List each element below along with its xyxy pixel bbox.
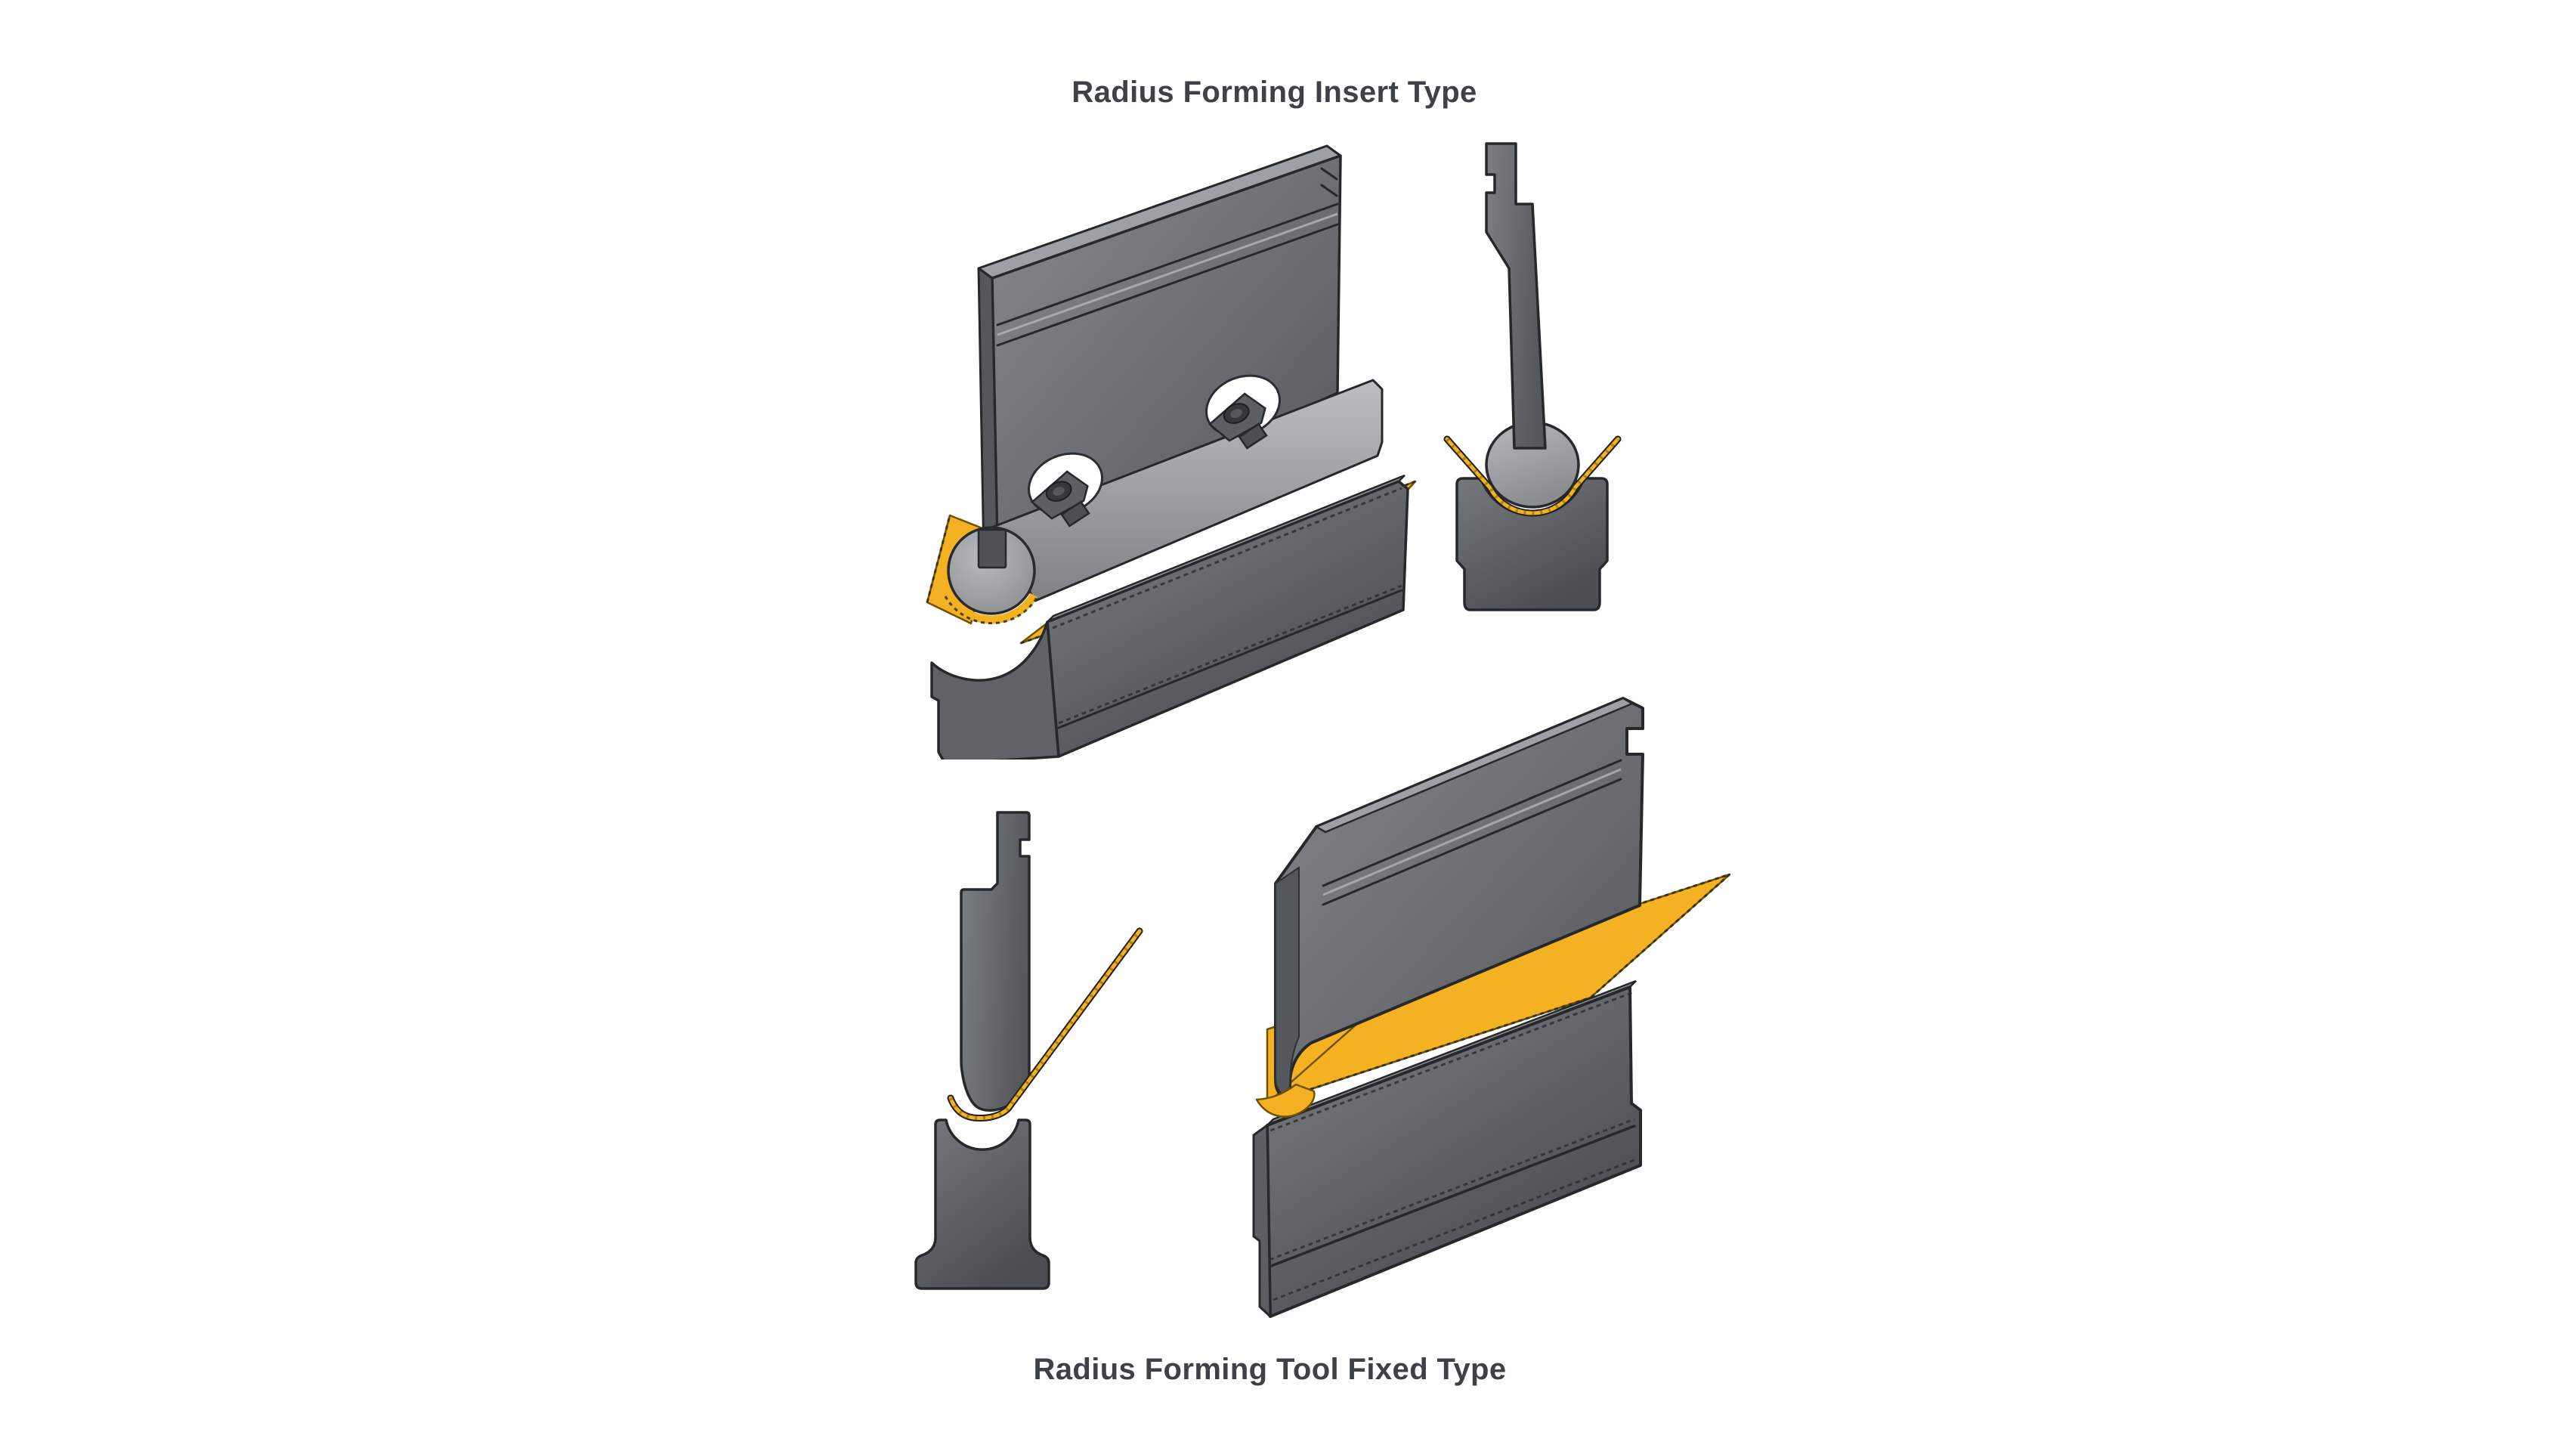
sheet-metal	[947, 927, 1143, 1122]
die-block	[930, 474, 1409, 760]
punch-blade	[977, 144, 1342, 559]
radius-insert-end	[947, 526, 1036, 615]
punch-blade	[1274, 697, 1644, 1099]
sheet-bend-in-groove	[1255, 1083, 1316, 1118]
insert-type-isometric-view	[926, 144, 1417, 760]
blade-keyway	[977, 528, 1007, 569]
punch-blade	[960, 811, 1031, 1112]
sheet-metal	[1443, 435, 1622, 517]
fixed-type-profile-view	[914, 811, 1143, 1290]
fixed-type-title: Radius Forming Tool Fixed Type	[1033, 1353, 1507, 1386]
clamp-window-left	[1028, 452, 1103, 527]
insert-type-profile-view	[1443, 142, 1622, 611]
fixed-type-isometric-view	[1252, 697, 1731, 1318]
sheet-wrap-band	[944, 592, 1039, 625]
die-block	[914, 1118, 1050, 1290]
die-block	[1252, 979, 1642, 1318]
punch-blade	[1485, 142, 1547, 450]
insert-type-title: Radius Forming Insert Type	[1072, 76, 1477, 109]
clamp-window-right	[1205, 374, 1281, 450]
